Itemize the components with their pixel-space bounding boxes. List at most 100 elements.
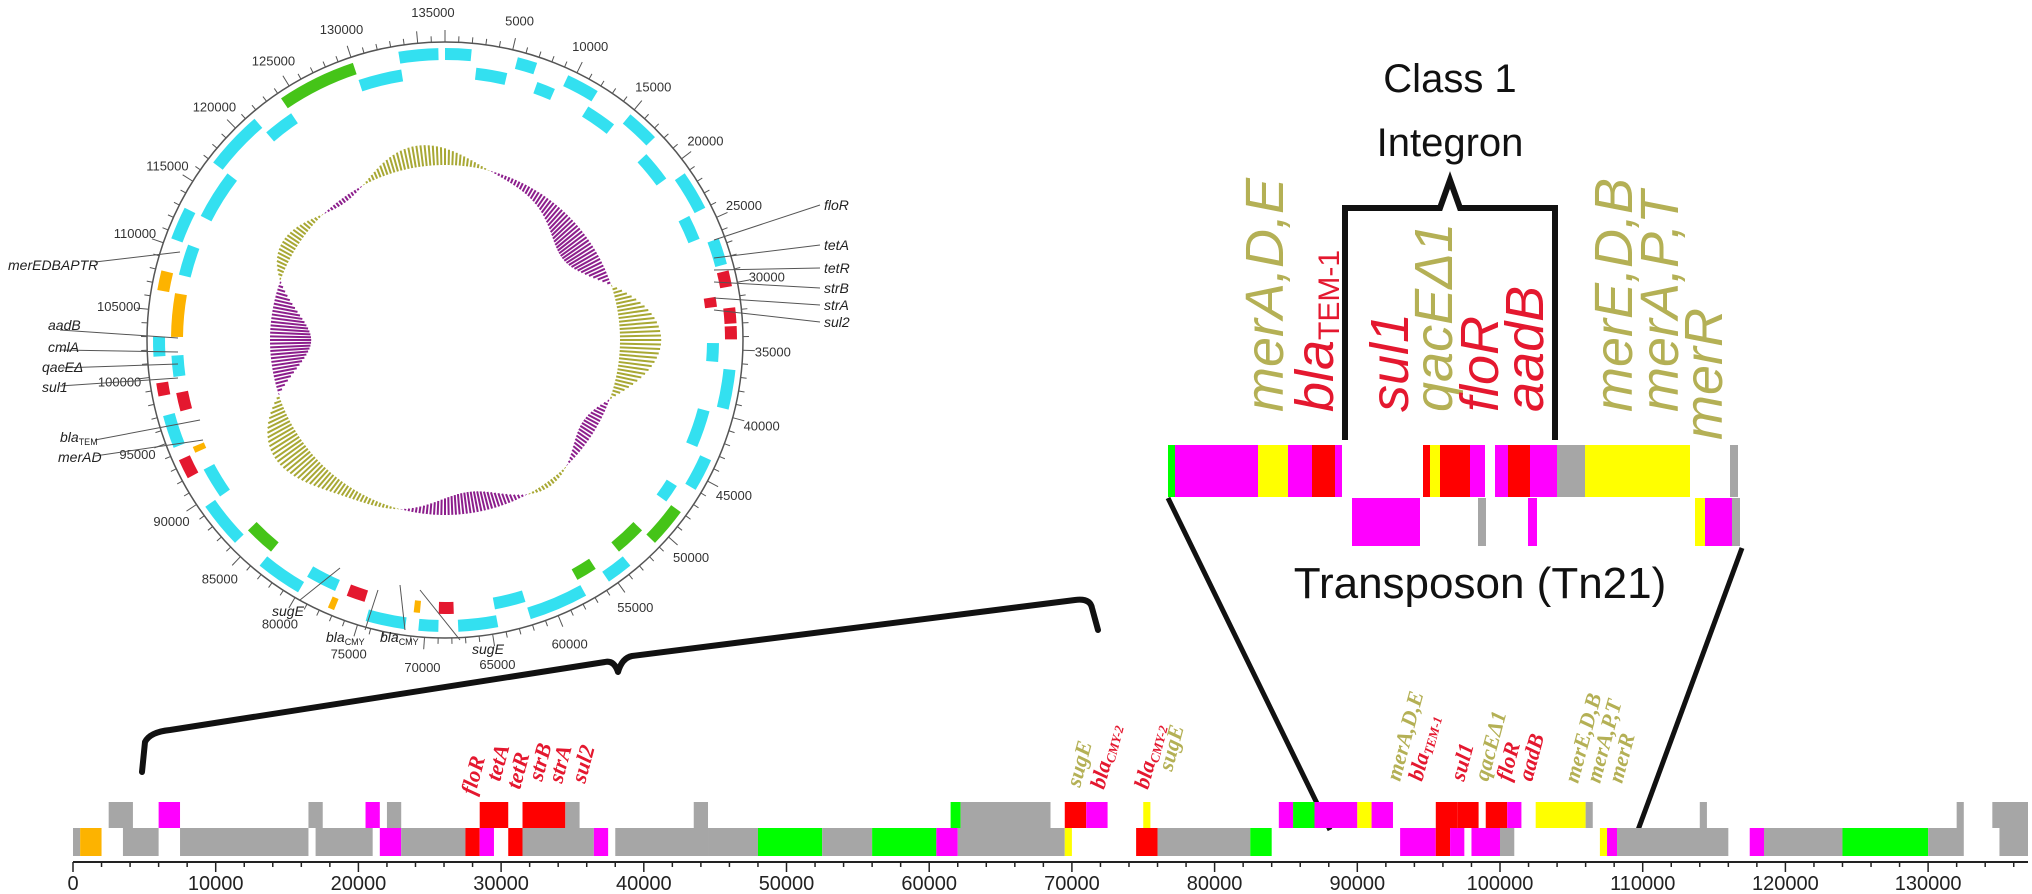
- gc-skew-bar: [282, 447, 309, 469]
- gc-skew-bar: [321, 474, 335, 490]
- gc-skew-bar: [521, 184, 527, 192]
- gc-skew-bar: [564, 466, 567, 469]
- gc-skew-bar: [267, 420, 291, 434]
- integron-bracket: [1342, 171, 1558, 440]
- circle-tick: [600, 80, 605, 87]
- circle-tick: [297, 73, 302, 80]
- gc-skew-bar: [577, 431, 590, 441]
- gc-skew-bar: [388, 156, 396, 173]
- gene-arc: [176, 390, 193, 412]
- gc-skew-bar: [414, 507, 418, 513]
- gene-arc: [637, 154, 667, 186]
- inset-gene-block: [1258, 445, 1288, 497]
- gc-skew-bar: [615, 298, 637, 305]
- linear-gene-block: [1064, 828, 1072, 856]
- circle-tick: [672, 143, 678, 149]
- gc-skew-bar: [451, 151, 454, 166]
- linear-gene-block: [1450, 828, 1465, 856]
- gc-skew-bar: [618, 316, 655, 323]
- gc-skew-bar: [527, 187, 534, 197]
- gene-arc: [582, 106, 615, 134]
- circle-tick: [346, 45, 352, 58]
- linear-gene-block: [1471, 828, 1501, 856]
- gene-arc: [153, 336, 166, 357]
- gc-skew-bar: [596, 406, 606, 413]
- gc-skew-bar: [512, 179, 518, 186]
- gc-skew-bar: [367, 177, 372, 183]
- gc-skew-bar: [618, 360, 652, 368]
- gene-arc: [703, 296, 717, 309]
- gc-skew-bar: [536, 195, 546, 208]
- gene-arc: [203, 464, 230, 497]
- circle-tick: [182, 174, 194, 182]
- gc-skew-bar: [617, 308, 649, 316]
- gc-skew-bar: [597, 274, 609, 281]
- circle-tick-label: 20000: [687, 134, 723, 149]
- circle-tick: [226, 119, 236, 129]
- linear-gene-block: [1607, 828, 1618, 856]
- gc-skew-bar: [306, 220, 314, 227]
- gc-skew-bar: [299, 224, 309, 233]
- circle-tick: [668, 536, 678, 546]
- circle-tick: [471, 37, 474, 44]
- gc-skew-bar: [592, 271, 607, 279]
- integron-title-line1: Class 1: [1383, 57, 1516, 101]
- gc-skew-bar: [277, 251, 291, 260]
- circle-tick: [724, 443, 731, 447]
- axis-tick-label: 60000: [901, 873, 957, 894]
- gc-skew-bar: [366, 497, 372, 505]
- inset-gene-block: [1423, 445, 1430, 497]
- circle-tick: [696, 177, 703, 182]
- gc-skew-bar: [278, 273, 283, 277]
- circle-tick: [588, 73, 593, 80]
- circle-tick-label: 10000: [572, 39, 608, 54]
- gene-arc: [163, 412, 185, 448]
- inset-gene-blaTEM: blaTEM-1: [1285, 250, 1346, 412]
- inset-gene-block: [1192, 445, 1258, 497]
- linear-gene-block: [73, 828, 81, 856]
- gc-skew-bar: [302, 222, 311, 230]
- linear-gene-block: [386, 802, 402, 828]
- inset-gene-block: [1288, 445, 1312, 497]
- circle-tick: [689, 166, 695, 171]
- gene-arc: [457, 615, 499, 632]
- circle-tick: [728, 430, 735, 434]
- gc-skew-bar: [267, 413, 288, 425]
- circle-tick: [409, 635, 412, 643]
- inset-gene-block: [1705, 498, 1732, 546]
- axis-tick-label: 80000: [1187, 873, 1243, 894]
- linear-gene-block: [1585, 802, 1593, 828]
- circle-tick: [151, 238, 164, 244]
- circle-tick: [316, 609, 320, 616]
- circle-tick-label: 15000: [635, 80, 671, 95]
- linear-gene-block: [80, 828, 102, 856]
- gc-skew-bar: [310, 218, 316, 224]
- gc-skew-bar: [486, 491, 494, 509]
- gc-skew-bar: [286, 450, 311, 472]
- gene-arc: [171, 207, 196, 243]
- circle-tick-label: 45000: [716, 488, 752, 503]
- gc-skew-bar: [554, 224, 579, 246]
- label-merAD: merAD: [58, 449, 102, 465]
- gc-skew-bar: [278, 247, 293, 257]
- gc-skew-bar: [353, 189, 357, 194]
- axis-tick-label: 40000: [616, 873, 672, 894]
- gc-skew-bar: [552, 219, 574, 240]
- gene-arc: [716, 270, 732, 289]
- linear-gene-block: [1599, 828, 1608, 856]
- gc-skew-bar: [317, 471, 332, 488]
- circle-tick: [382, 631, 385, 638]
- circle-tick: [741, 308, 748, 310]
- circle-tick: [485, 38, 488, 45]
- label-blaCMY-1: blaCMY: [326, 629, 365, 647]
- gene-arc: [192, 442, 207, 453]
- gene-arc: [678, 215, 700, 244]
- gc-skew-bar: [573, 254, 599, 270]
- gc-skew-bar: [561, 469, 565, 473]
- circle-tick: [221, 133, 227, 139]
- gene-arc: [674, 173, 706, 214]
- circle-tick: [716, 211, 728, 218]
- gc-skew-bar: [267, 426, 294, 443]
- gene-arc: [281, 62, 357, 109]
- circle-tick: [737, 279, 750, 283]
